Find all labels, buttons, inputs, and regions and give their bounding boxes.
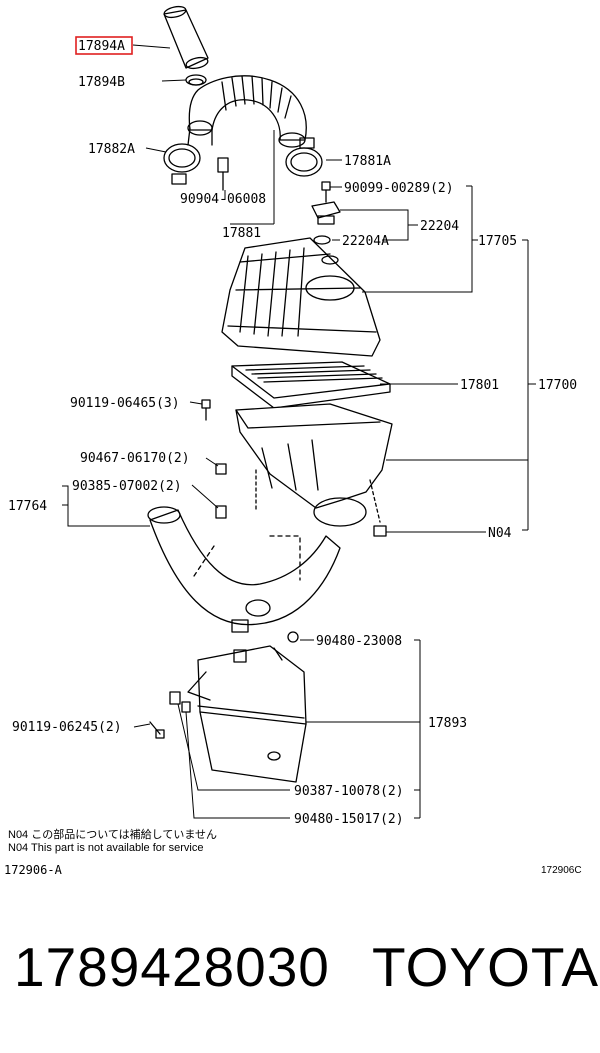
fitting-90904-drawing <box>217 157 229 191</box>
label-17764: 17764 <box>8 499 47 514</box>
bolt-90119-06465-drawing <box>201 399 211 421</box>
label-17882a: 17882A <box>88 142 135 157</box>
bolt-90119-06245-drawing <box>149 721 165 739</box>
parts-diagram: 17894A 17894B 17882A 17881A 90099-00289(… <box>8 5 577 827</box>
air-cleaner-case-drawing <box>235 403 393 527</box>
sensor-22204-drawing <box>311 181 341 245</box>
clip-90480-15017-drawing <box>181 701 191 713</box>
label-17705: 17705 <box>478 234 517 249</box>
label-90385-07002: 90385-07002(2) <box>72 479 182 494</box>
filter-element-17801-drawing <box>231 361 391 409</box>
brand-name: TOYOTA <box>372 936 600 998</box>
label-90480-15017: 90480-15017(2) <box>294 812 404 827</box>
clip-90387-drawing <box>169 691 181 705</box>
grommet-90467-drawing <box>215 463 227 475</box>
note-japanese: N04 この部品については補給していません <box>8 829 218 841</box>
intake-hose-17881-drawing <box>187 75 307 148</box>
label-n04: N04 <box>488 526 512 541</box>
label-90467-06170: 90467-06170(2) <box>80 451 190 466</box>
resonator-17893-drawing <box>187 645 307 783</box>
label-17894b: 17894B <box>78 75 125 90</box>
part-number: 1789428030 <box>14 936 330 998</box>
intake-duct-17764-drawing <box>147 506 341 633</box>
figure-code-left: 172906-A <box>4 863 62 877</box>
label-90387-10078: 90387-10078(2) <box>294 784 404 799</box>
label-90099-00289: 90099-00289(2) <box>344 181 454 196</box>
label-17700: 17700 <box>538 378 577 393</box>
label-17893: 17893 <box>428 716 467 731</box>
label-90480-23008: 90480-23008 <box>316 634 402 649</box>
grommet-90385-drawing <box>215 505 227 519</box>
label-22204: 22204 <box>420 219 459 234</box>
clamp-17894b-drawing <box>185 74 207 86</box>
label-17881: 17881 <box>222 226 261 241</box>
label-17881a: 17881A <box>344 154 391 169</box>
clip-90480-23008-drawing <box>287 631 299 643</box>
highlight-box <box>75 36 133 55</box>
label-90119-06245: 90119-06245(2) <box>12 720 122 735</box>
label-17894a: 17894A <box>78 39 125 54</box>
leader-lines <box>62 44 536 819</box>
clip-n04-drawing <box>373 525 387 537</box>
label-90119-06465: 90119-06465(3) <box>70 396 180 411</box>
figure-code-right: 172906C <box>541 865 582 876</box>
clamp-17882a-drawing <box>163 143 201 185</box>
label-22204a: 22204A <box>342 234 389 249</box>
air-cleaner-cap-17705-drawing <box>221 237 381 357</box>
note-english: N04 This part is not available for servi… <box>8 842 204 854</box>
clamp-17881a-drawing <box>285 137 323 177</box>
hose-17894a-drawing <box>163 5 209 70</box>
label-17801: 17801 <box>460 378 499 393</box>
label-90904-06008: 90904-06008 <box>180 192 266 207</box>
